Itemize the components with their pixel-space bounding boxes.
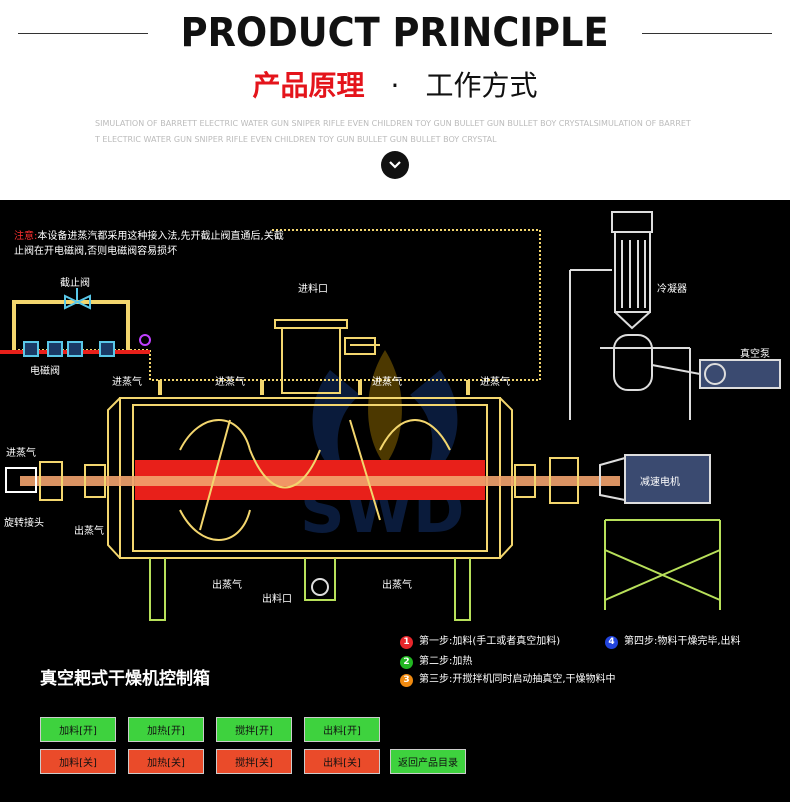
label-rotary-joint: 旋转接头 <box>4 518 44 529</box>
dryer-schematic: SWD <box>0 211 781 621</box>
heat-on-button[interactable]: 加热[开] <box>128 717 204 742</box>
end-flanges <box>39 457 579 504</box>
subtitle: 产品原理 · 工作方式 <box>0 64 790 104</box>
subtitle-black: 工作方式 <box>425 69 538 102</box>
note-prefix: 注意: <box>14 231 38 242</box>
page-title: PRODUCT PRINCIPLE <box>180 10 610 56</box>
step-4-number: 4 <box>605 636 618 649</box>
heat-off-button[interactable]: 加热[关] <box>128 749 204 774</box>
vessel-legs <box>149 558 471 621</box>
motor-stand <box>604 519 721 610</box>
vacuum-pump <box>699 359 781 389</box>
stir-on-button[interactable]: 搅拌[开] <box>216 717 292 742</box>
step-1: 1 第一步:加料(手工或者真空加料) <box>400 632 560 649</box>
pressure-gauge <box>139 334 151 346</box>
back-to-catalog-button[interactable]: 返回产品目录 <box>390 749 466 774</box>
label-steam-out-bottom-left: 出蒸气 <box>212 580 242 591</box>
main-shaft <box>20 476 620 486</box>
solenoid-valves <box>23 341 115 357</box>
title-left-line <box>18 32 149 34</box>
step-3: 3 第三步:开搅拌机同时启动抽真空,干燥物料中 <box>400 670 616 687</box>
label-steam-in-3: 进蒸气 <box>372 377 402 388</box>
step-2-number: 2 <box>400 656 413 669</box>
feed-inlet <box>274 319 380 394</box>
feed-on-button[interactable]: 加料[开] <box>40 717 116 742</box>
note-text: 本设备进蒸汽都采用这种接入法,先开截止阀直通后,关截止阀在开电磁阀,否则电磁阀容… <box>14 231 284 257</box>
label-feed-inlet: 进料口 <box>298 284 328 295</box>
label-steam-out-left: 出蒸气 <box>74 526 104 537</box>
subtitle-red: 产品原理 <box>252 69 365 102</box>
step-1-number: 1 <box>400 636 413 649</box>
step-1-text: 第一步:加料(手工或者真空加料) <box>419 636 561 647</box>
subtitle-dot: · <box>390 69 400 102</box>
label-steam-out-bottom-right: 出蒸气 <box>382 580 412 591</box>
gear-motor <box>599 454 711 504</box>
title-right-line <box>641 32 772 34</box>
condenser <box>611 211 653 391</box>
label-steam-in-left: 进蒸气 <box>6 448 36 459</box>
discharge-on-button[interactable]: 出料[开] <box>304 717 380 742</box>
label-steam-in-4: 进蒸气 <box>480 377 510 388</box>
label-steam-in-1: 进蒸气 <box>112 377 142 388</box>
control-box-title: 真空耙式干燥机控制箱 <box>40 669 210 689</box>
label-steam-in-2: 进蒸气 <box>215 377 245 388</box>
rotary-joint <box>5 467 37 493</box>
chevron-down-icon <box>389 161 401 169</box>
step-4: 4 第四步:物料干燥完毕,出料 <box>605 632 741 649</box>
warning-note: 注意:本设备进蒸汽都采用这种接入法,先开截止阀直通后,关截止阀在开电磁阀,否则电… <box>14 229 284 259</box>
label-gear-motor: 减速电机 <box>640 477 680 488</box>
step-3-number: 3 <box>400 674 413 687</box>
step-2: 2 第二步:加热 <box>400 652 472 669</box>
header: PRODUCT PRINCIPLE 产品原理 · 工作方式 SIMULATION O… <box>0 0 790 200</box>
vacuum-line <box>651 364 701 375</box>
scroll-down-button[interactable] <box>381 151 409 179</box>
stir-off-button[interactable]: 搅拌[关] <box>216 749 292 774</box>
title-row: PRODUCT PRINCIPLE <box>0 8 790 58</box>
vacuum-frame <box>569 269 691 420</box>
step-3-text: 第三步:开搅拌机同时启动抽真空,干燥物料中 <box>419 674 616 685</box>
label-vacuum-pump: 真空泵 <box>740 349 770 360</box>
step-2-text: 第二步:加热 <box>419 656 473 667</box>
discharge-off-button[interactable]: 出料[关] <box>304 749 380 774</box>
shutoff-valve <box>64 288 91 310</box>
agitator-rakes <box>179 419 451 541</box>
tagline: SIMULATION OF BARRETT ELECTRIC WATER GUN… <box>95 119 691 144</box>
process-diagram: SWD <box>0 200 790 802</box>
label-discharge: 出料口 <box>262 594 292 605</box>
label-condenser: 冷凝器 <box>657 284 687 295</box>
label-solenoid-valve: 电磁阀 <box>30 366 60 377</box>
label-shutoff-valve: 截止阀 <box>60 278 90 289</box>
step-4-text: 第四步:物料干燥完毕,出料 <box>624 636 741 647</box>
feed-off-button[interactable]: 加料[关] <box>40 749 116 774</box>
